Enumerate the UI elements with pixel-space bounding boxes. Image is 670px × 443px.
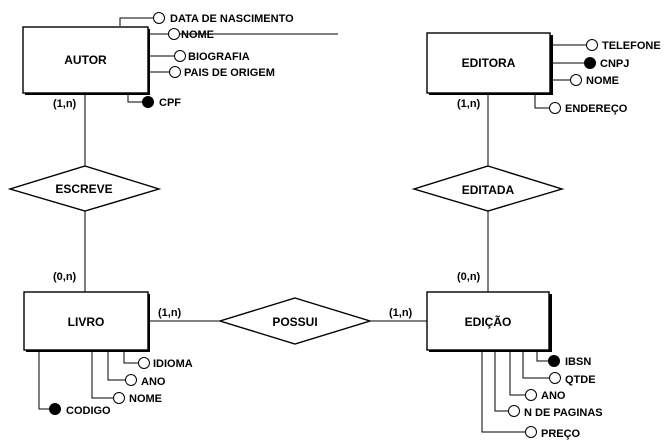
attribute-label: DATA DE NASCIMENTO <box>170 13 294 25</box>
entity-box <box>22 26 149 94</box>
attribute-biografia: BIOGRAFIA <box>174 50 250 63</box>
entity-box <box>426 291 550 351</box>
attribute-circle <box>138 357 150 369</box>
attr-line-edicao-ano <box>509 350 530 396</box>
attr-line-qtde <box>522 350 554 379</box>
attribute-label: IBSN <box>565 356 591 368</box>
attr-line-codigo <box>38 350 55 410</box>
entity-label: EDIÇÃO <box>465 314 512 329</box>
relationship-editada: EDITADA <box>411 165 565 212</box>
relationship-label: POSSUI <box>272 315 317 329</box>
attribute-editora-nome: NOME <box>570 74 619 87</box>
cardinality-editora-editada: (1,n) <box>457 98 481 110</box>
attr-line-endereco <box>534 93 552 109</box>
attribute-circle <box>125 374 137 386</box>
attribute-label: ANO <box>141 376 166 388</box>
attr-line-idioma <box>123 350 144 364</box>
attribute-label: IDIOMA <box>153 358 193 370</box>
attribute-cpf: CPF <box>142 96 181 109</box>
relationship-diamond <box>217 297 373 345</box>
attribute-label: CNPJ <box>600 58 629 70</box>
attr-line-data-de-nascimento <box>119 17 159 26</box>
attribute-circle <box>570 74 582 86</box>
attribute-label: PREÇO <box>541 428 581 440</box>
relationship-diamond <box>411 165 565 212</box>
attribute-label: QTDE <box>565 374 596 386</box>
entity-box <box>23 291 149 351</box>
cardinalities: (1,n) (0,n) (1,n) (0,n) (1,n) (1,n) <box>53 98 481 319</box>
attribute-label: NOME <box>586 75 619 87</box>
attribute-edicao-ano: ANO <box>525 389 566 402</box>
entity-autor: AUTOR <box>22 26 150 95</box>
cardinality-edicao-editada: (0,n) <box>457 271 481 283</box>
attribute-ibsn: IBSN <box>548 355 591 368</box>
attribute-livro-ano: ANO <box>125 374 166 388</box>
attr-line-livro-nome <box>91 350 119 399</box>
key-attribute-circle <box>548 355 560 367</box>
attribute-label: N DE PAGINAS <box>524 407 603 419</box>
attr-line-livro-ano <box>107 350 131 381</box>
relationship-lines <box>84 93 489 322</box>
entity-livro: LIVRO <box>23 291 150 352</box>
attribute-label: NOME <box>129 393 162 405</box>
attribute-circle <box>549 102 561 114</box>
key-attribute-circle <box>49 403 61 415</box>
relationship-label: ESCREVE <box>55 182 112 196</box>
entity-edicao: EDIÇÃO <box>426 291 552 352</box>
attribute-n-de-paginas: N DE PAGINAS <box>508 405 603 419</box>
attribute-label: ENDEREÇO <box>565 103 628 115</box>
attribute-idioma: IDIOMA <box>138 357 193 370</box>
attribute-cnpj: CNPJ <box>584 57 629 70</box>
attribute-circle <box>113 392 125 404</box>
attribute-pais-de-origem: PAIS DE ORIGEM <box>169 66 275 79</box>
attribute-label: CODIGO <box>66 405 111 417</box>
attribute-label: CPF <box>159 97 181 109</box>
relationship-diamond <box>7 165 162 212</box>
entity-label: EDITORA <box>462 56 516 70</box>
attribute-autor-nome: NOME <box>168 28 214 41</box>
attribute-label: PAIS DE ORIGEM <box>184 67 275 79</box>
attribute-codigo: CODIGO <box>49 403 111 417</box>
attribute-circle <box>508 405 520 417</box>
attribute-label: ANO <box>541 390 566 402</box>
cardinality-edicao-possui: (1,n) <box>389 307 413 319</box>
attribute-preco: PREÇO <box>525 426 581 440</box>
attribute-telefone: TELEFONE <box>586 39 661 52</box>
attribute-circle <box>525 426 537 438</box>
attribute-circle <box>525 389 537 401</box>
entity-editora: EDITORA <box>426 32 553 95</box>
key-attribute-circle <box>142 96 154 108</box>
attribute-data-de-nascimento: DATA DE NASCIMENTO <box>153 12 294 25</box>
attribute-endereco: ENDEREÇO <box>549 102 628 115</box>
attribute-label: BIOGRAFIA <box>188 51 250 63</box>
attribute-label: TELEFONE <box>602 40 661 52</box>
attribute-circle <box>586 39 598 51</box>
attribute-circle <box>169 66 181 78</box>
cardinality-livro-possui: (1,n) <box>158 307 182 319</box>
attribute-livro-nome: NOME <box>113 392 162 405</box>
attr-line-cpf <box>127 93 148 103</box>
attribute-circle <box>168 28 180 40</box>
entity-box <box>426 32 551 94</box>
attribute-circle <box>549 372 561 384</box>
key-attribute-circle <box>584 57 596 69</box>
attribute-circle <box>174 50 186 62</box>
cardinality-livro-escreve: (0,n) <box>53 271 77 283</box>
attribute-qtde: QTDE <box>549 372 596 386</box>
attribute-circle <box>153 12 165 24</box>
relationship-possui: POSSUI <box>217 297 373 345</box>
relationship-escreve: ESCREVE <box>7 165 162 212</box>
entity-label: AUTOR <box>64 53 107 67</box>
attr-line-preco <box>481 350 530 433</box>
attr-line-n-de-paginas <box>494 350 514 412</box>
entity-label: LIVRO <box>68 315 105 329</box>
attribute-label: NOME <box>181 29 214 41</box>
relationship-label: EDITADA <box>462 183 515 197</box>
cardinality-autor-escreve: (1,n) <box>53 98 77 110</box>
